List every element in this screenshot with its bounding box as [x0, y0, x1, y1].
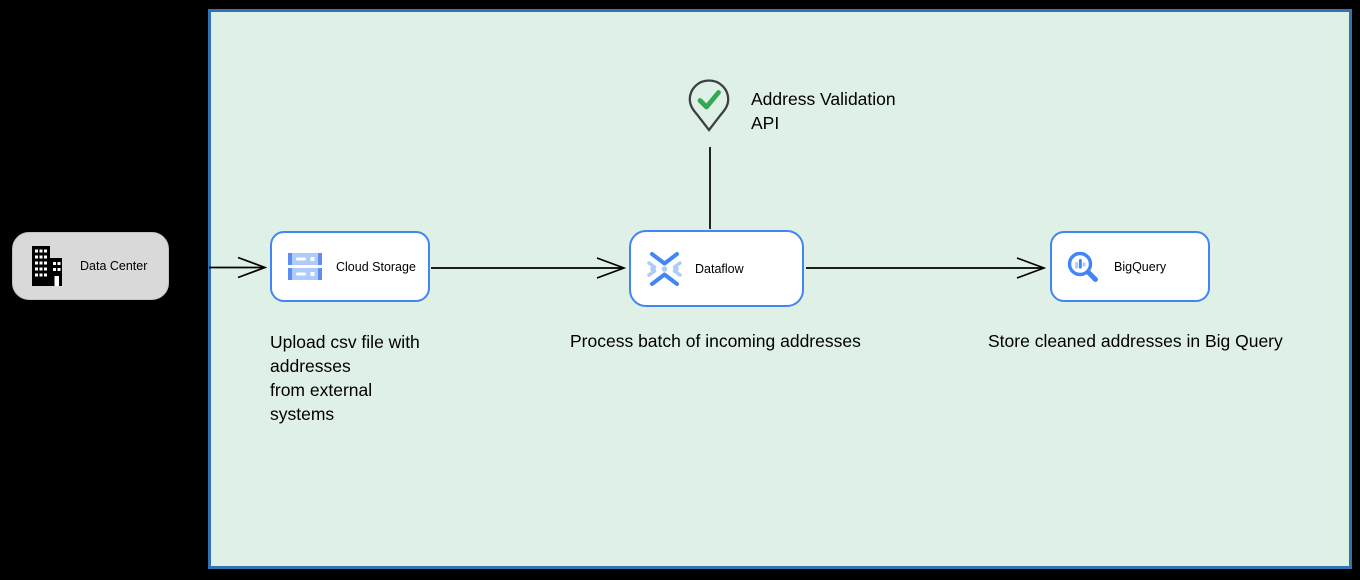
node-data-center[interactable]: Data Center — [12, 232, 169, 300]
location-pin-check-icon — [688, 79, 730, 132]
node-dataflow-label: Dataflow — [695, 261, 744, 276]
node-bigquery-label: BigQuery — [1114, 259, 1167, 274]
node-dataflow[interactable]: Dataflow — [629, 230, 804, 307]
dataflow-icon — [647, 251, 682, 286]
node-data-center-label: Data Center — [80, 259, 148, 273]
bigquery-icon — [1067, 251, 1098, 282]
building-icon — [32, 246, 62, 286]
caption-process-batch: Process batch of incoming addresses — [570, 331, 861, 351]
caption-upload-csv: Upload csv file with addresses from exte… — [270, 332, 420, 424]
node-bigquery[interactable]: BigQuery — [1050, 231, 1210, 302]
cloud-storage-icon — [288, 253, 322, 280]
annotation-address-validation-label: Address Validation API — [751, 89, 896, 133]
caption-store-cleaned: Store cleaned addresses in Big Query — [988, 331, 1283, 351]
node-cloud-storage-label: Cloud Storage — [336, 259, 416, 274]
node-cloud-storage[interactable]: Cloud Storage — [270, 231, 430, 302]
